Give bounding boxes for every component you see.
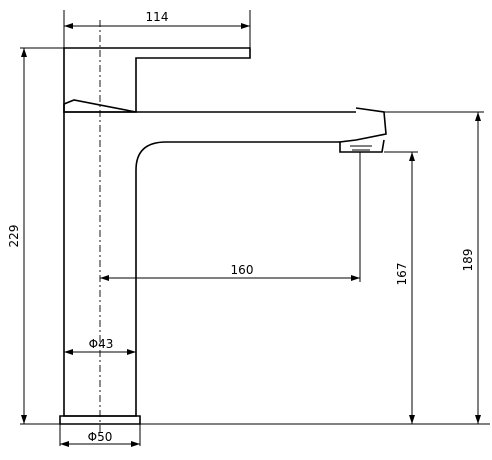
dim-label-base-diameter: Φ50	[88, 430, 113, 444]
faucet-outline	[59, 47, 387, 425]
dim-spout-height: 189	[461, 112, 481, 424]
dim-label-handle: 114	[146, 10, 169, 24]
dim-label-spout-clearance: 167	[395, 263, 409, 286]
dim-spout-reach: 160	[100, 263, 360, 281]
dim-spout-clearance: 167	[395, 152, 415, 424]
handle-lever	[63, 47, 251, 113]
dim-label-spout-reach: 160	[231, 263, 254, 277]
dim-label-total-height: 229	[7, 225, 21, 248]
dim-body-diameter: Φ43	[64, 337, 136, 355]
dim-label-spout-height: 189	[461, 249, 475, 272]
extension-lines	[20, 10, 490, 446]
faucet-body	[63, 112, 340, 417]
spout-tip	[339, 107, 387, 153]
aerator	[350, 145, 372, 151]
dim-base-diameter: Φ50	[60, 430, 140, 447]
dim-handle-length: 114	[64, 10, 250, 29]
dim-label-body-diameter: Φ43	[89, 337, 114, 351]
dim-total-height: 229	[7, 48, 27, 424]
